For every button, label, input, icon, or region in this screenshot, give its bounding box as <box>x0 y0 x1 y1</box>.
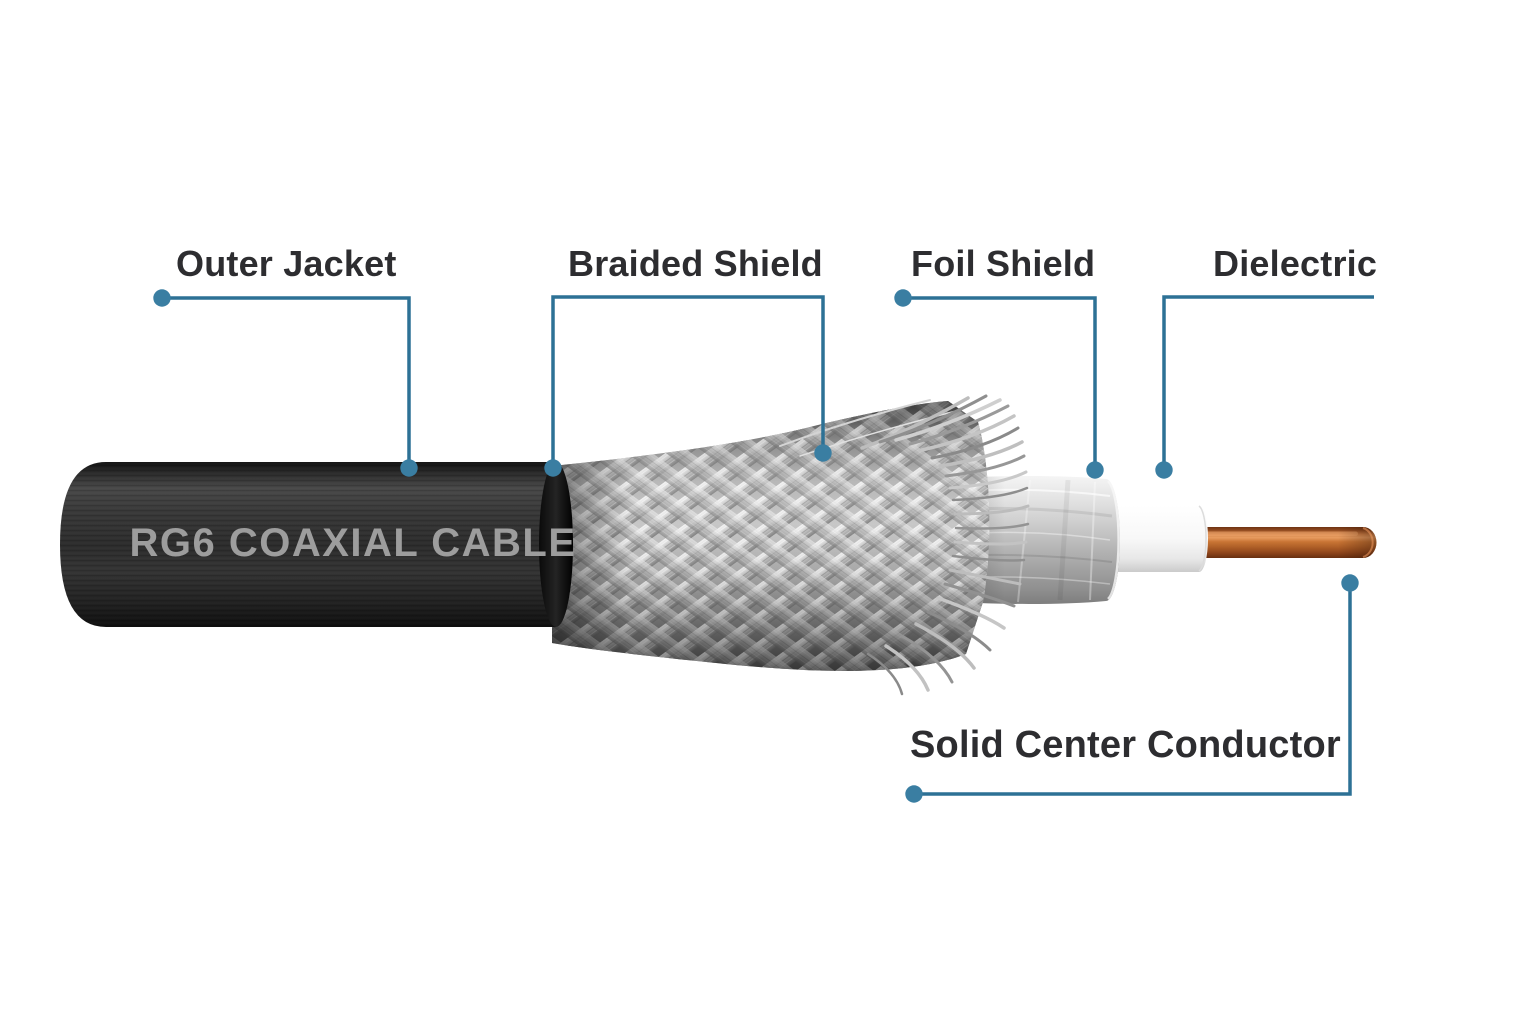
label-solid-center-conductor: Solid Center Conductor <box>910 724 1341 766</box>
label-dielectric: Dielectric <box>1213 243 1378 284</box>
outer-jacket-graphic: RG6 COAXIAL CABLE <box>60 462 576 627</box>
dielectric-graphic <box>1112 505 1208 572</box>
leader-dot <box>400 459 418 477</box>
leader-outer-jacket <box>162 296 411 466</box>
leader-dot <box>153 289 171 307</box>
leader-dot <box>894 289 912 307</box>
leader-dielectric <box>1162 295 1374 468</box>
leader-lines <box>162 295 1374 796</box>
jacket-cut-rim <box>539 462 573 627</box>
leader-dots <box>153 289 1359 803</box>
copper-conductor-graphic <box>1198 527 1377 558</box>
leader-dot <box>1155 461 1173 479</box>
leader-dot <box>905 785 923 803</box>
label-braided-shield: Braided Shield <box>568 243 823 284</box>
braid-fringe <box>779 394 1030 696</box>
leader-foil-shield <box>903 296 1097 468</box>
leader-dot <box>814 444 832 462</box>
braided-shield-graphic <box>552 394 1030 696</box>
leader-dot <box>544 459 562 477</box>
leader-dot <box>1086 461 1104 479</box>
label-outer-jacket: Outer Jacket <box>176 243 397 284</box>
leader-braided-shield <box>551 295 825 466</box>
leader-solid-center-conductor <box>914 584 1352 796</box>
label-foil-shield: Foil Shield <box>911 243 1096 284</box>
jacket-print-text: RG6 COAXIAL CABLE <box>129 521 576 565</box>
leader-dot <box>1341 574 1359 592</box>
